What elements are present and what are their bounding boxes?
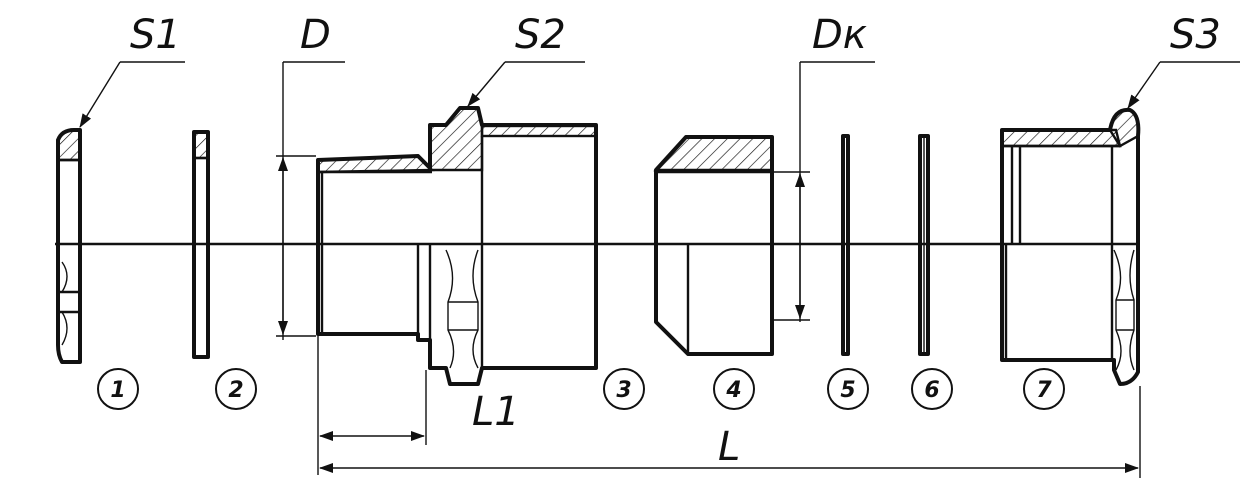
part-2-washer — [192, 130, 210, 359]
part-5-washer — [841, 134, 850, 356]
part-number-4: 4 — [713, 368, 755, 410]
dimension-dk — [772, 61, 875, 322]
leader-s3 — [1127, 61, 1240, 109]
part-6-washer — [918, 134, 930, 356]
svg-text:5: 5 — [840, 378, 855, 403]
svg-text:7: 7 — [1036, 378, 1052, 403]
part-number-5: 5 — [827, 368, 869, 410]
label-s2: S2 — [515, 12, 566, 58]
label-l1: L1 — [472, 389, 520, 435]
dimension-l — [319, 386, 1141, 478]
part-1-lock-nut — [56, 128, 82, 364]
label-s3: S3 — [1170, 12, 1221, 58]
svg-text:3: 3 — [616, 378, 631, 403]
svg-text:2: 2 — [228, 378, 243, 403]
part-4-seal — [653, 135, 774, 356]
leader-s1 — [79, 61, 185, 128]
svg-text:1: 1 — [110, 378, 125, 403]
label-dk: Dк — [812, 12, 867, 58]
part-number-1: 1 — [97, 368, 139, 410]
leader-s2 — [467, 61, 585, 107]
part-number-6: 6 — [911, 368, 953, 410]
label-s1: S1 — [130, 12, 181, 58]
dimension-l1 — [317, 336, 427, 475]
part-number-2: 2 — [215, 368, 257, 410]
part-7-cap-nut — [1000, 107, 1141, 386]
part-number-3: 3 — [603, 368, 645, 410]
label-d: D — [300, 12, 331, 58]
dimension-d — [276, 61, 345, 340]
svg-text:4: 4 — [725, 378, 741, 403]
svg-text:6: 6 — [924, 378, 939, 403]
part-3-body — [316, 106, 598, 386]
part-number-7: 7 — [1023, 368, 1065, 410]
label-l: L — [718, 424, 740, 470]
